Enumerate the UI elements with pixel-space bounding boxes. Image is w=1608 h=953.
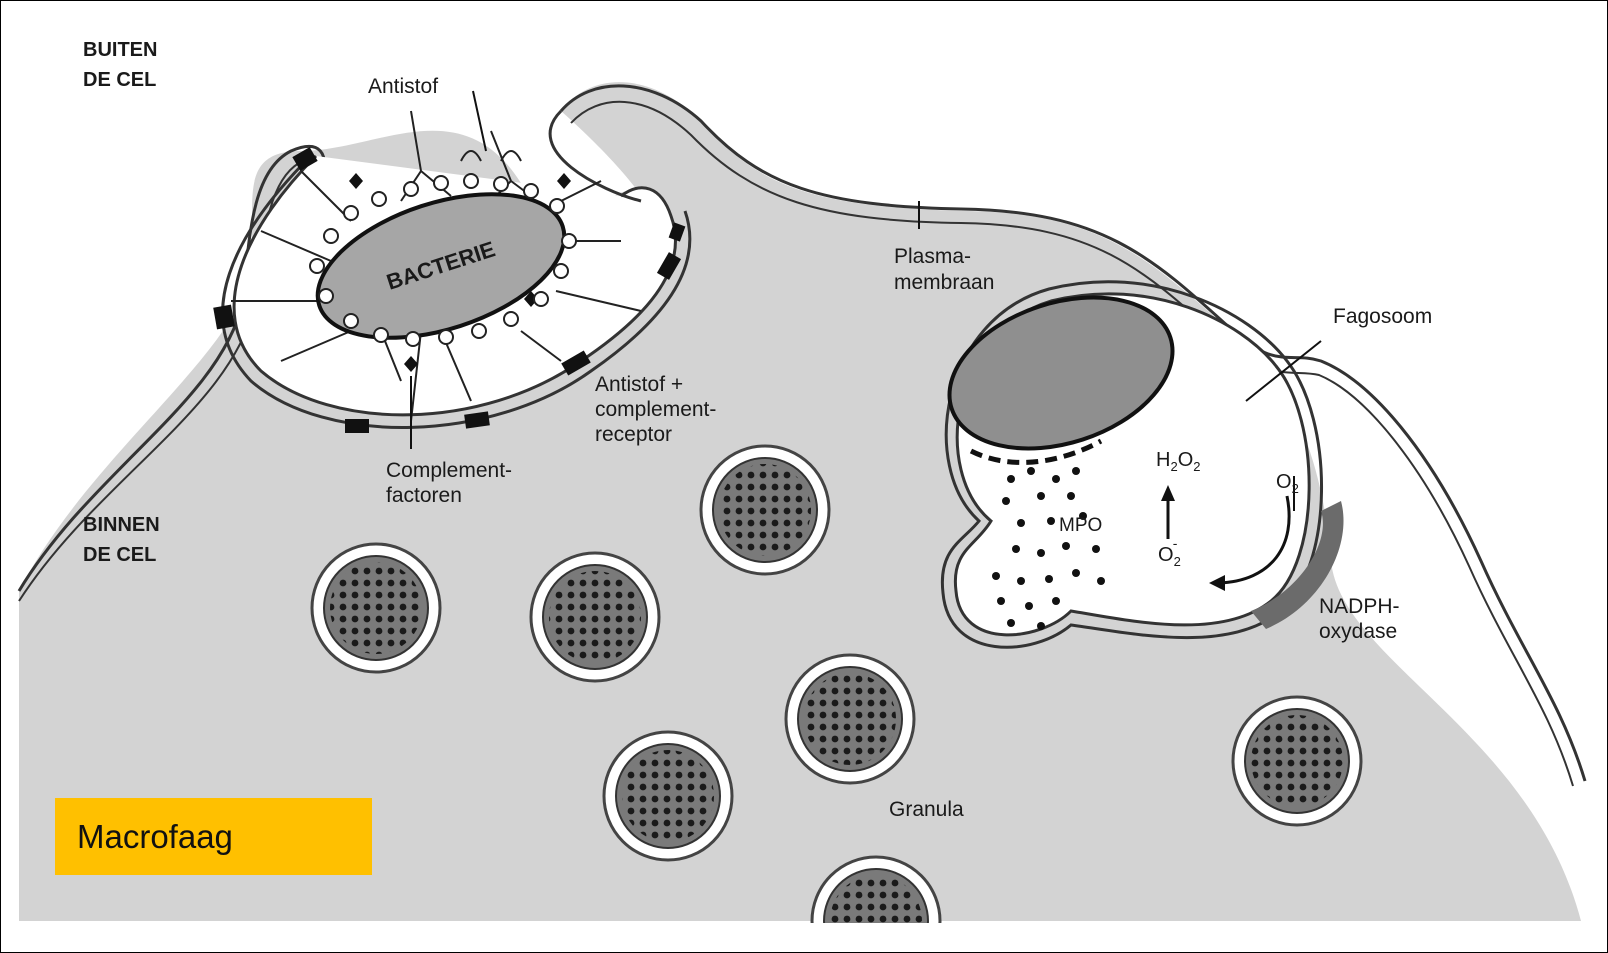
granule xyxy=(604,732,732,860)
outside-cell-label: BUITEN DE CEL xyxy=(83,39,163,91)
nadph-line1: NADPH- xyxy=(1319,595,1400,618)
cell-type-badge: Macrofaag xyxy=(55,798,372,875)
plasma-membrane-line1: Plasma- xyxy=(894,245,971,268)
receptor-line1: Antistof + xyxy=(595,373,683,396)
outside-cell-line1: BUITEN xyxy=(83,39,157,61)
plasma-membrane-line2: membraan xyxy=(894,271,994,294)
phagosome-label: Fagosoom xyxy=(1333,305,1432,328)
cell-type-label: Macrofaag xyxy=(77,818,233,856)
mpo-label: MPO xyxy=(1059,515,1102,536)
inside-cell-line1: BINNEN xyxy=(83,514,160,536)
antibody-label: Antistof xyxy=(368,75,438,98)
outside-cell-line2: DE CEL xyxy=(83,69,156,91)
granule xyxy=(1233,697,1361,825)
inside-cell-line2: DE CEL xyxy=(83,544,156,566)
phagosome xyxy=(930,271,1344,647)
granule xyxy=(701,446,829,574)
granules-label: Granula xyxy=(889,798,964,821)
granule xyxy=(786,655,914,783)
granule xyxy=(531,553,659,681)
nadph-line2: oxydase xyxy=(1319,620,1397,643)
complement-line2: factoren xyxy=(386,484,462,507)
granule xyxy=(312,544,440,672)
receptor-line3: receptor xyxy=(595,423,672,446)
complement-line1: Complement- xyxy=(386,459,512,482)
receptor-line2: complement- xyxy=(595,398,716,421)
